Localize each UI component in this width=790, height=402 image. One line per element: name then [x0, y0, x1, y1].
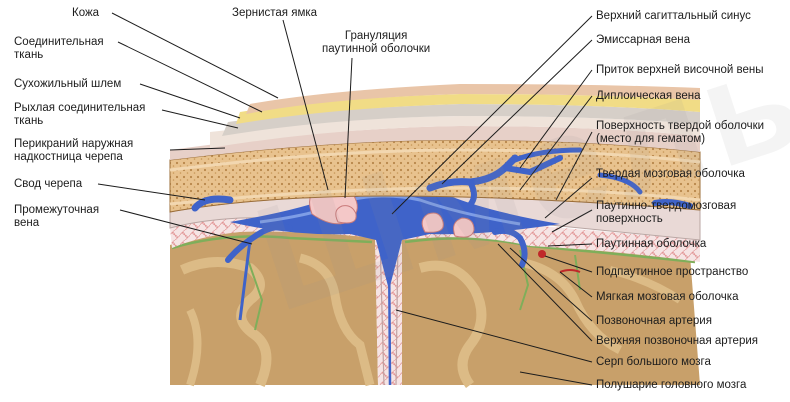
label-skin: Кожа — [72, 7, 99, 20]
label-pia-mater: Мягкая мозговая оболочка — [596, 291, 738, 304]
label-dura-surface: Поверхность твердой оболочки(место для г… — [596, 120, 764, 145]
label-granular-pit: Зернистая ямка — [232, 7, 317, 20]
label-vertebral-artery: Позвоночная артерия — [596, 315, 712, 328]
label-cerebral-hemisphere: Полушарие головного мозга — [596, 379, 746, 392]
label-diploic-vein: Диплоическая вена — [596, 90, 700, 103]
label-subarachnoid-space: Подпаутинное пространство — [596, 266, 748, 279]
label-falx-cerebri: Серп большого мозга — [596, 356, 711, 369]
label-calvaria: Свод черепа — [14, 178, 82, 191]
label-dura-mater: Твердая мозговая оболочка — [596, 168, 745, 181]
label-emissary-vein: Эмиссарная вена — [596, 34, 690, 47]
label-superior-sagittal-sinus: Верхний сагиттальный синус — [596, 10, 751, 23]
label-superior-vertebral-artery: Верхняя позвоночная артерия — [596, 335, 758, 348]
label-galea: Сухожильный шлем — [14, 78, 121, 91]
label-temporal-tributary: Приток верхней височной вены — [596, 64, 764, 77]
label-arachnoid: Паутинная оболочка — [596, 238, 706, 251]
